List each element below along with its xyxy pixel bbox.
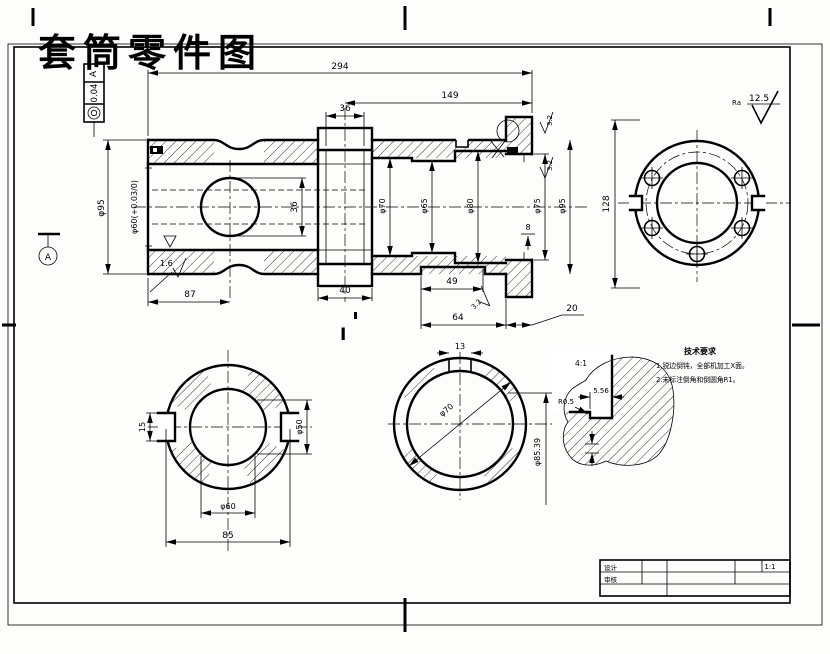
dim-8: 8: [525, 223, 530, 232]
dim-85: 85: [222, 531, 233, 541]
roughness-mark-3-2-bottom: 3.2: [470, 285, 491, 312]
dim-d95: φ95: [97, 199, 107, 216]
main-section-view: [134, 108, 590, 302]
datum-flag: A: [38, 232, 60, 266]
roughness-mark-3-2-flange-mid: 3.2: [539, 156, 554, 180]
datum-flag-label: A: [45, 253, 52, 263]
title-block-scale: 1:1: [764, 563, 775, 571]
dim-r05: R0.5: [558, 398, 574, 406]
roughness-3-2-b: 3.2: [546, 160, 554, 171]
notes-line1: 1.锐边倒钝，全部机加工X面。: [656, 361, 749, 370]
dim-15: 15: [138, 422, 147, 432]
technical-notes: 技术要求 1.锐边倒钝，全部机加工X面。 2.未标注倒角和倒圆角R1。: [656, 346, 749, 384]
page-title: 套筒零件图: [38, 31, 263, 75]
bottom-middle-view: 13 φ70 φ85.39: [388, 342, 552, 505]
roughness-1-6-value: 1.6: [160, 259, 173, 268]
dim-d80: φ80: [466, 198, 475, 213]
title-block: 设计 审核 1:1: [599, 559, 791, 597]
surface-finish-note: Ra 12.5: [732, 90, 780, 125]
dim-64: 64: [452, 313, 464, 323]
notes-line2: 2.未标注倒角和倒圆角R1。: [656, 375, 740, 384]
ra-value: 12.5: [749, 94, 769, 104]
tolerance-datum-label: A: [89, 70, 99, 77]
roughness-mark-3-2-flange-top: 3.2: [539, 111, 554, 135]
dim-d75: φ75: [533, 198, 542, 213]
title-block-check-label: 审核: [604, 575, 618, 584]
bolt-holes: [641, 167, 753, 265]
dim-d65: φ65: [420, 198, 429, 213]
dim-149: 149: [441, 91, 458, 101]
geometric-tolerance-frame: A 0.04: [83, 63, 105, 137]
dim-d70-diag: φ70: [438, 402, 456, 419]
tolerance-value: 0.04: [90, 84, 100, 103]
dim-20: 20: [566, 304, 578, 314]
dim-d8539: φ85.39: [533, 438, 542, 466]
roughness-3-2-c: 3.2: [470, 298, 484, 312]
dim-13: 13: [455, 342, 465, 351]
dim-40: 40: [339, 286, 351, 296]
notes-header: 技术要求: [684, 346, 717, 356]
dim-overall: 294: [331, 62, 348, 72]
drawing-frame: [2, 6, 823, 632]
roughness-mark-1-6: 1.6: [149, 235, 187, 293]
dim-d50: φ50: [295, 419, 304, 434]
section-mark: Ⅰ: [340, 325, 346, 345]
flange-seal: [507, 147, 518, 153]
dim-49: 49: [446, 277, 458, 287]
roughness-3-2-a: 3.2: [546, 115, 554, 126]
dim-87: 87: [184, 290, 195, 300]
main-view-dimensions: 294 149 36 φ95 φ60(+0.03/0) 36 87 40 49 …: [97, 62, 584, 345]
detail-view: 5.56 R0.5 4:1: [552, 350, 675, 466]
dim-collar-36: 36: [339, 104, 351, 114]
detail-scale-label: 4:1: [575, 359, 587, 368]
concentricity-icon: [87, 106, 101, 120]
roughness-check-icon: [751, 90, 779, 125]
dim-128: 128: [602, 195, 612, 212]
detail-callout-circle: [496, 119, 520, 143]
title-block-design-label: 设计: [604, 563, 618, 572]
dim-hole-36: 36: [290, 201, 300, 213]
bottom-left-section-view: 15 φ50 φ60 85: [138, 350, 312, 552]
dim-d60-tol: φ60(+0.03/0): [130, 180, 139, 234]
right-end-view: 128: [602, 119, 790, 289]
dim-d70: φ70: [378, 198, 387, 213]
dim-556: 5.56: [593, 387, 609, 395]
dim-d60: φ60: [220, 502, 235, 511]
ra-label: Ra: [732, 99, 741, 107]
dim-d95b: φ95: [558, 198, 567, 213]
